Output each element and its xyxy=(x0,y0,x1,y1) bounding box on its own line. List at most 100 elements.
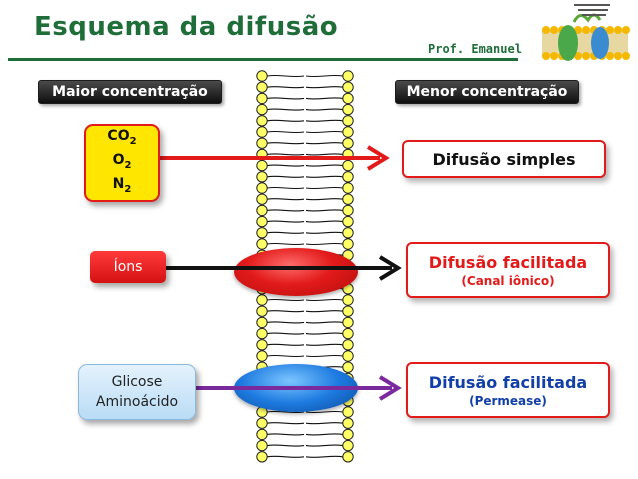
lipid-head xyxy=(256,115,268,127)
lipid-head xyxy=(256,126,268,138)
lipid-head xyxy=(256,238,268,250)
lipid-head xyxy=(256,137,268,149)
lipid-tail xyxy=(267,410,305,414)
lipid-head xyxy=(256,215,268,228)
lipid-head xyxy=(256,92,268,105)
ions-label: Íons xyxy=(113,259,143,275)
lipid-tail xyxy=(267,164,305,167)
lipid-head xyxy=(256,103,268,116)
lipid-head xyxy=(342,70,354,82)
lipid-head xyxy=(256,305,268,317)
lipid-tail xyxy=(305,444,343,447)
lipid-head xyxy=(342,327,354,340)
lipid-head xyxy=(256,204,268,217)
permease-diffusion-subtitle: (Permease) xyxy=(469,393,547,408)
lipid-tail xyxy=(267,444,305,447)
lipid-head xyxy=(342,171,354,183)
lipid-tail xyxy=(305,175,343,178)
lipid-head xyxy=(342,126,354,138)
lipid-head xyxy=(342,305,354,317)
lipid-head xyxy=(342,92,354,105)
lipid-head xyxy=(256,159,268,172)
lipid-head xyxy=(342,137,354,149)
organic-molecules-box: Glicose Aminoácido xyxy=(78,364,196,420)
lipid-head xyxy=(342,406,354,418)
lipid-tail xyxy=(305,310,343,313)
lipid-tail xyxy=(305,220,343,223)
lipid-tail xyxy=(305,186,343,190)
lipid-tail xyxy=(267,332,305,335)
result-channel-diffusion: Difusão facilitada (Canal iônico) xyxy=(406,242,610,298)
lipid-tail xyxy=(305,410,343,414)
result-permease-diffusion: Difusão facilitada (Permease) xyxy=(406,362,610,418)
permease-diffusion-title: Difusão facilitada xyxy=(428,372,588,392)
lipid-head xyxy=(256,439,268,452)
gas-n2: N2 xyxy=(112,175,132,195)
amino-acid-label: Aminoácido xyxy=(95,394,179,410)
lipid-tail xyxy=(267,175,305,178)
lipid-tail xyxy=(305,198,343,201)
lipid-tail xyxy=(267,354,305,358)
lipid-tail xyxy=(305,231,343,234)
banner-lower-concentration: Menor concentração xyxy=(395,80,579,104)
lipid-tail xyxy=(267,310,305,313)
lipid-tail xyxy=(267,153,305,156)
lipid-head xyxy=(256,81,268,93)
lipid-tail xyxy=(305,422,343,425)
ions-box: Íons xyxy=(90,251,166,283)
lipid-head xyxy=(256,316,268,329)
result-simple-diffusion: Difusão simples xyxy=(402,140,606,178)
lipid-tail xyxy=(305,108,343,111)
lipid-tail xyxy=(305,74,343,78)
lipid-head xyxy=(342,193,354,205)
lipid-tail xyxy=(267,108,305,111)
gas-co2: CO2 xyxy=(107,128,137,148)
lipid-head xyxy=(342,361,354,373)
lipid-tail xyxy=(305,321,343,324)
lipid-head xyxy=(342,451,354,463)
arrow-simple-head xyxy=(366,145,390,171)
lipid-head xyxy=(342,238,354,250)
channel-diffusion-subtitle: (Canal iônico) xyxy=(461,273,555,288)
lipid-tail xyxy=(267,321,305,324)
lipid-head xyxy=(256,451,268,463)
lipid-head xyxy=(256,171,268,183)
lipid-head xyxy=(342,159,354,172)
page-title: Esquema da difusão xyxy=(34,12,339,42)
lipid-tail xyxy=(305,298,343,302)
lipid-tail xyxy=(305,354,343,358)
arrow-channel-head xyxy=(378,255,402,281)
lipid-tail xyxy=(267,209,305,212)
lipid-head xyxy=(342,227,354,239)
simple-diffusion-title: Difusão simples xyxy=(432,149,576,169)
lipid-head xyxy=(342,81,354,93)
lipid-head xyxy=(256,182,268,194)
lipid-tail xyxy=(267,343,305,346)
lipid-tail xyxy=(267,186,305,190)
lipid-head xyxy=(342,204,354,217)
lipid-tail xyxy=(267,119,305,122)
lipid-tail xyxy=(305,130,343,134)
membrane-thumbnail-icon xyxy=(542,4,630,61)
lipid-tail xyxy=(305,242,343,246)
lipid-tail xyxy=(267,433,305,436)
lipid-head xyxy=(342,103,354,116)
lipid-head xyxy=(342,316,354,329)
lipid-tail xyxy=(267,142,305,145)
gas-o2: O2 xyxy=(112,152,132,171)
lipid-tail xyxy=(305,153,343,156)
lipid-tail xyxy=(305,164,343,167)
lipid-tail xyxy=(305,86,343,89)
lipid-head xyxy=(256,417,268,429)
lipid-tail xyxy=(267,455,305,458)
lipid-tail xyxy=(305,343,343,346)
lipid-head xyxy=(342,115,354,127)
lipid-head xyxy=(342,215,354,228)
glucose-label: Glicose xyxy=(111,374,163,390)
lipid-tail xyxy=(305,209,343,212)
lipid-tail xyxy=(267,130,305,134)
lipid-head xyxy=(342,182,354,194)
lipid-tail xyxy=(267,97,305,100)
lipid-tail xyxy=(305,97,343,100)
